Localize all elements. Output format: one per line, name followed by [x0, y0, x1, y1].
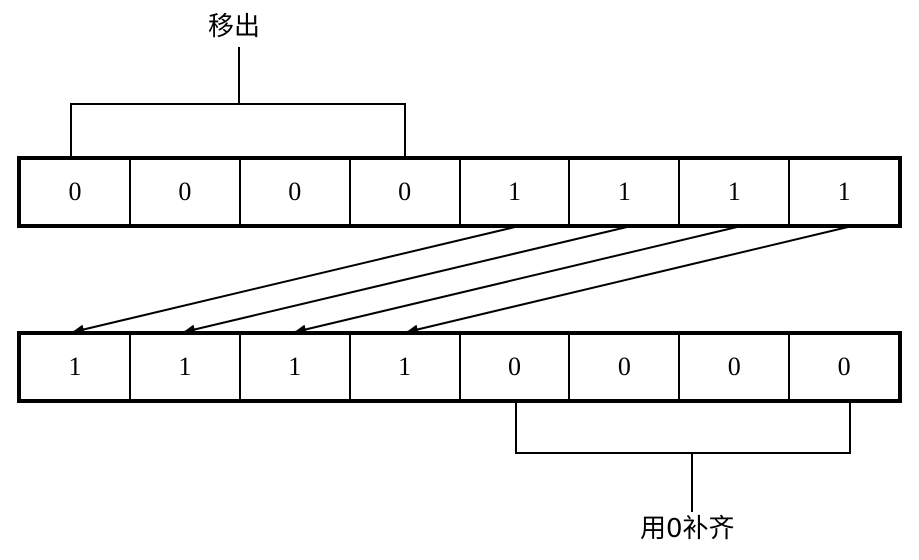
bit-cell: 0 — [131, 160, 241, 224]
bit-cell: 0 — [21, 160, 131, 224]
bit-cell: 0 — [351, 160, 461, 224]
bit-cell: 1 — [21, 335, 131, 399]
bit-cell: 0 — [461, 335, 571, 399]
bit-cell: 1 — [351, 335, 461, 399]
register-after: 1 1 1 1 0 0 0 0 — [17, 331, 902, 403]
bit-cell: 1 — [131, 335, 241, 399]
shift-out-label: 移出 — [208, 12, 261, 42]
shift-out-bracket — [70, 47, 406, 157]
bit-cell: 1 — [570, 160, 681, 224]
bit-cell: 0 — [680, 335, 791, 399]
shift-arrow — [406, 226, 849, 335]
zero-fill-bracket — [515, 401, 851, 512]
shift-arrow — [72, 226, 516, 335]
bit-cell: 1 — [680, 160, 791, 224]
bit-cell: 1 — [461, 160, 571, 224]
shift-arrows — [72, 226, 849, 335]
shift-arrow — [294, 226, 738, 335]
bit-cell: 0 — [570, 335, 681, 399]
fill-zero-label: 用0补齐 — [640, 514, 735, 544]
bit-cell: 1 — [241, 335, 351, 399]
bit-cell: 0 — [837, 352, 851, 381]
register-before: 0 0 0 0 1 1 1 1 — [17, 156, 902, 228]
shift-arrow — [183, 226, 628, 335]
bit-cell: 0 — [241, 160, 351, 224]
bit-cell: 1 — [837, 177, 851, 206]
